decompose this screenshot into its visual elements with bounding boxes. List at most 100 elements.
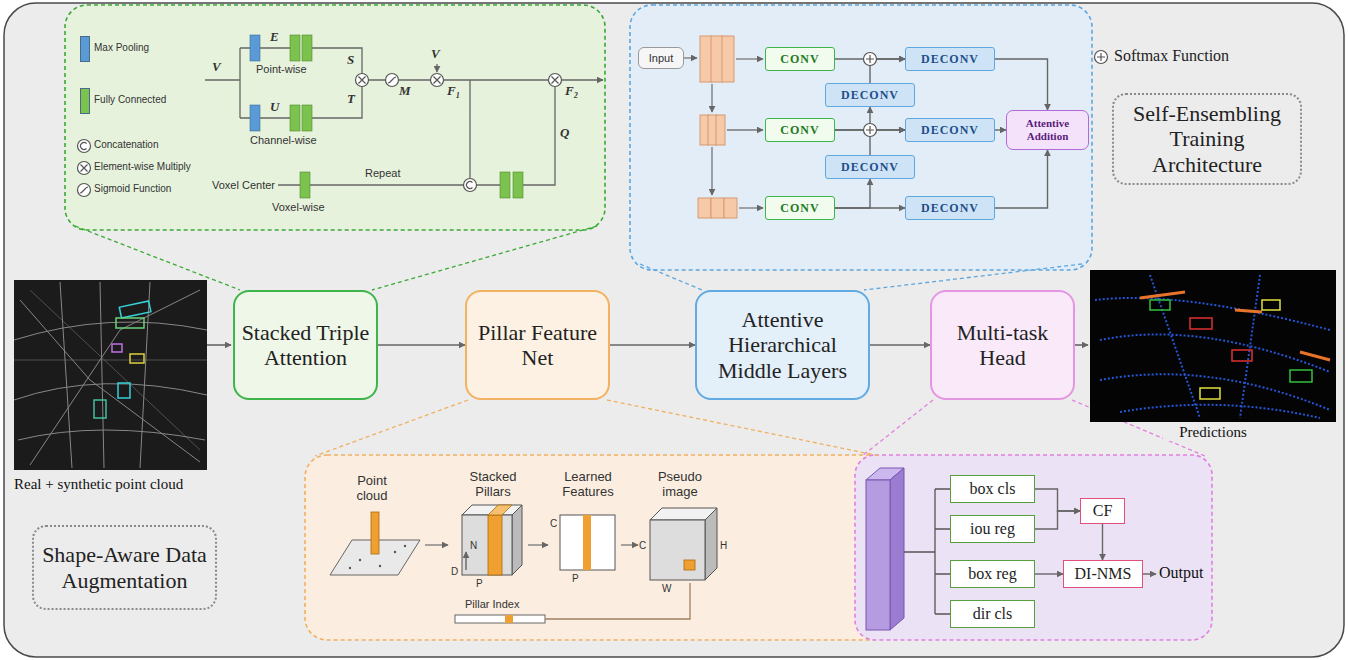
module-box: Multi-task Head xyxy=(930,290,1075,400)
input-label: Voxel Center xyxy=(212,179,275,192)
line-label: Repeat xyxy=(365,167,400,180)
image-caption: Predictions xyxy=(1163,424,1263,441)
node-text: CONV xyxy=(780,124,819,136)
pillar-illustration xyxy=(330,505,717,623)
nms-box: DI-NMS xyxy=(1063,560,1143,588)
middle-layers-feature-maps xyxy=(684,36,763,218)
axis-label: P xyxy=(572,573,579,585)
deconv-box: DECONV xyxy=(905,118,995,142)
node-text: Self-Ensembling Training Architecture xyxy=(1122,101,1292,177)
branch-label: Voxel-wise xyxy=(272,201,325,214)
legend-swatch xyxy=(80,36,90,62)
node-text: Multi-task Head xyxy=(938,320,1067,371)
head-branch: dir cls xyxy=(950,600,1035,628)
triple-attention-flow xyxy=(78,35,1108,198)
axis-label: D xyxy=(451,566,458,578)
legend-text: Softmax Function xyxy=(1114,47,1229,65)
node-text: Input xyxy=(649,53,673,64)
legend-text: Element-wise Multiply xyxy=(94,161,191,173)
node-text: DI-NMS xyxy=(1075,565,1132,583)
module-box: Stacked Triple Attention xyxy=(233,290,378,400)
node-text: Stacked Triple Attention xyxy=(241,320,370,371)
connector-arrow xyxy=(378,344,465,345)
head-branch: iou reg xyxy=(950,515,1035,543)
axis-label: H xyxy=(720,540,727,552)
stage-label: Pseudo image xyxy=(645,470,715,500)
connector-arrow xyxy=(995,59,1048,110)
branch-label: Point-wise xyxy=(256,63,307,76)
symbol-label: M xyxy=(399,84,411,99)
symbol-label: U xyxy=(270,100,279,115)
symbol-label: F₂ xyxy=(565,84,578,99)
connector-arrow xyxy=(835,179,870,208)
node-text: dir cls xyxy=(973,605,1013,623)
connector-arrow xyxy=(1035,511,1080,529)
leader-lines xyxy=(75,226,1205,456)
symbol-label: V xyxy=(431,47,440,62)
legend-swatch xyxy=(80,88,90,114)
stage-label: Point cloud xyxy=(345,474,399,504)
node-text: Attentive Addition xyxy=(1009,117,1086,142)
legend-text: Sigmoid Function xyxy=(94,183,171,195)
axis-label: N xyxy=(470,540,477,552)
module-box: Pillar Feature Net xyxy=(465,290,610,400)
node-text: DECONV xyxy=(841,89,899,101)
symbol-label: V xyxy=(212,60,221,75)
module-box: Attentive Hierarchical Middle Layers xyxy=(695,290,870,400)
head-illustration xyxy=(866,468,1156,630)
addition-box: Attentive Addition xyxy=(1006,110,1089,150)
deconv-box: DECONV xyxy=(905,47,995,71)
node-text: Pillar Feature Net xyxy=(473,320,602,371)
connector-arrow xyxy=(1035,573,1063,574)
axis-label: P xyxy=(476,578,483,590)
axis-label: C xyxy=(550,518,557,530)
conv-box: CONV xyxy=(765,118,835,142)
conv-box: CONV xyxy=(765,196,835,220)
augmentation-box: Shape-Aware Data Augmentation xyxy=(32,525,217,610)
symbol-label: Q xyxy=(560,126,569,141)
input-point-cloud-image xyxy=(14,280,207,470)
output-label: Output xyxy=(1159,564,1203,582)
detail-panels xyxy=(65,5,1212,640)
node-text: CONV xyxy=(780,53,819,65)
legend-text: Fully Connected xyxy=(94,94,166,106)
node-text: box cls xyxy=(970,480,1016,498)
axis-label: C xyxy=(639,540,646,552)
symbol-label: E xyxy=(270,30,279,45)
outer-panel xyxy=(4,3,1344,657)
input-box: Input xyxy=(638,47,684,69)
training-box: Self-Ensembling Training Architecture xyxy=(1112,93,1302,185)
head-branch: box reg xyxy=(950,560,1035,588)
fusion-box: CF xyxy=(1080,498,1125,524)
connector-arrow xyxy=(610,344,695,345)
node-text: Attentive Hierarchical Middle Layers xyxy=(703,307,862,383)
node-text: DECONV xyxy=(921,124,979,136)
connector-arrow xyxy=(995,150,1048,208)
symbol-label: S xyxy=(347,53,354,68)
legend-text: Max Pooling xyxy=(94,42,149,54)
symbol-label: F₁ xyxy=(447,84,460,99)
axis-label: W xyxy=(662,583,671,595)
node-text: CF xyxy=(1093,502,1113,520)
deconv-box: DECONV xyxy=(825,155,915,179)
node-text: Shape-Aware Data Augmentation xyxy=(42,542,207,593)
node-text: DECONV xyxy=(921,202,979,214)
node-text: box reg xyxy=(968,565,1016,583)
connector-arrow xyxy=(870,344,930,345)
connector-arrow xyxy=(1035,489,1080,511)
conv-box: CONV xyxy=(765,47,835,71)
image-caption: Real + synthetic point cloud xyxy=(14,476,183,493)
predictions-image xyxy=(1090,270,1336,422)
stage-label: Learned Features xyxy=(553,470,623,500)
index-label: Pillar Index xyxy=(465,598,519,611)
node-text: DECONV xyxy=(841,161,899,173)
legend-text: Concatenation xyxy=(94,139,159,151)
node-text: iou reg xyxy=(970,520,1015,538)
deconv-box: DECONV xyxy=(825,83,915,107)
branch-label: Channel-wise xyxy=(250,134,317,147)
head-branch: box cls xyxy=(950,475,1035,503)
node-text: CONV xyxy=(780,202,819,214)
stage-label: Stacked Pillars xyxy=(460,470,526,500)
connector-arrow xyxy=(995,129,1006,130)
